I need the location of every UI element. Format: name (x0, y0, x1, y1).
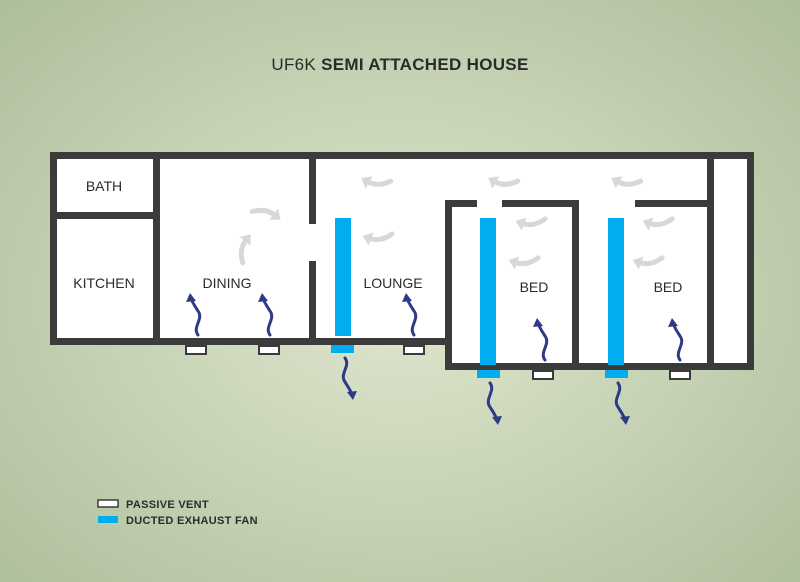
legend-ducted-fan-label: DUCTED EXHAUST FAN (126, 515, 258, 527)
room-label-kitchen: KITCHEN (73, 275, 134, 291)
bed2-fan-duct (608, 218, 624, 365)
bed1-fan-outlet (477, 370, 500, 378)
floor-fill (50, 155, 754, 367)
room-label-bed-1: BED (520, 279, 549, 295)
bed1-fan-duct (480, 218, 496, 365)
dining-vent-2 (258, 345, 280, 355)
walls (50, 152, 754, 370)
title-main: SEMI ATTACHED HOUSE (321, 55, 529, 74)
title-prefix: UF6K (271, 55, 317, 74)
bed2-vent (669, 370, 691, 380)
legend-ducted-fan-swatch (98, 516, 118, 523)
legend: PASSIVE VENT DUCTED EXHAUST FAN (97, 499, 258, 527)
dining-vent-1 (185, 345, 207, 355)
legend-passive-vent-label: PASSIVE VENT (126, 499, 209, 511)
legend-passive-vent-swatch (97, 499, 119, 508)
room-label-bed-2: BED (654, 279, 683, 295)
room-label-bath: BATH (86, 178, 122, 194)
lounge-vent (403, 345, 425, 355)
bed1-vent (532, 370, 554, 380)
room-label-lounge: LOUNGE (363, 275, 422, 291)
ducted-exhaust-fans (331, 218, 628, 378)
bed2-fan-outlet (605, 370, 628, 378)
passive-vents (185, 345, 691, 380)
lounge-fan-outlet (331, 345, 354, 353)
diagram-title: UF6K SEMI ATTACHED HOUSE (0, 55, 800, 75)
room-label-dining: DINING (203, 275, 252, 291)
lounge-fan-duct (335, 218, 351, 336)
room-labels: BATH KITCHEN DINING LOUNGE BED BED (73, 178, 682, 295)
